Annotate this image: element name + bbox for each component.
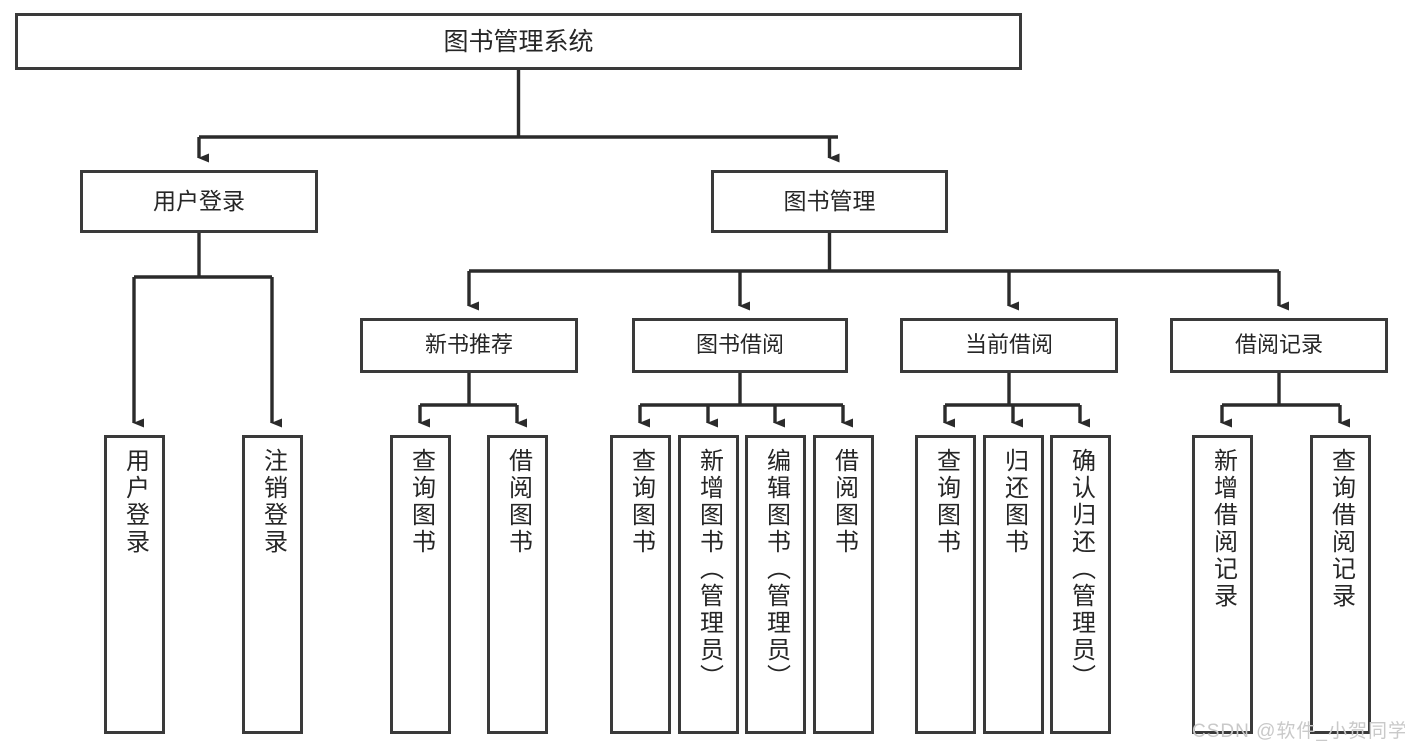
node-user-login-label: 用户登录 bbox=[153, 187, 245, 214]
node-leaf-return-book-label: 归还图书 bbox=[1000, 448, 1028, 556]
node-borrow-record[interactable]: 借阅记录 bbox=[1170, 318, 1388, 373]
node-leaf-borrow-book-2-label: 借阅图书 bbox=[830, 448, 858, 556]
node-leaf-query-book-2[interactable]: 查询图书 bbox=[610, 435, 671, 734]
node-leaf-query-book-2-label: 查询图书 bbox=[627, 448, 655, 556]
node-new-book-recommend[interactable]: 新书推荐 bbox=[360, 318, 578, 373]
node-root-label: 图书管理系统 bbox=[443, 27, 594, 56]
node-leaf-query-record-label: 查询借阅记录 bbox=[1327, 448, 1355, 610]
node-leaf-return-book[interactable]: 归还图书 bbox=[983, 435, 1044, 734]
node-leaf-query-book-3[interactable]: 查询图书 bbox=[915, 435, 976, 734]
node-leaf-add-record-label: 新增借阅记录 bbox=[1209, 448, 1237, 610]
node-leaf-edit-book[interactable]: 编辑图书（管理员） bbox=[745, 435, 806, 734]
node-book-manage-label: 图书管理 bbox=[783, 187, 876, 214]
node-leaf-query-book-1-label: 查询图书 bbox=[407, 448, 435, 556]
node-root[interactable]: 图书管理系统 bbox=[15, 13, 1022, 70]
node-book-borrow[interactable]: 图书借阅 bbox=[632, 318, 848, 373]
node-new-book-recommend-label: 新书推荐 bbox=[424, 332, 513, 358]
node-leaf-borrow-book-1-label: 借阅图书 bbox=[504, 448, 532, 556]
node-book-borrow-label: 图书借阅 bbox=[695, 332, 784, 358]
node-leaf-add-book[interactable]: 新增图书（管理员） bbox=[678, 435, 739, 734]
node-leaf-confirm-return[interactable]: 确认归还（管理员） bbox=[1050, 435, 1111, 734]
node-leaf-confirm-return-label: 确认归还（管理员） bbox=[1067, 448, 1095, 691]
node-book-manage[interactable]: 图书管理 bbox=[711, 170, 948, 233]
node-leaf-query-book-1[interactable]: 查询图书 bbox=[390, 435, 451, 734]
node-leaf-user-login-label: 用户登录 bbox=[121, 448, 149, 556]
node-user-login[interactable]: 用户登录 bbox=[80, 170, 318, 233]
node-leaf-user-login[interactable]: 用户登录 bbox=[104, 435, 165, 734]
node-leaf-edit-book-label: 编辑图书（管理员） bbox=[762, 448, 790, 691]
node-leaf-add-record[interactable]: 新增借阅记录 bbox=[1192, 435, 1253, 734]
node-leaf-add-book-label: 新增图书（管理员） bbox=[695, 448, 723, 691]
node-current-borrow-label: 当前借阅 bbox=[964, 332, 1053, 358]
node-leaf-query-record[interactable]: 查询借阅记录 bbox=[1310, 435, 1371, 734]
node-leaf-user-logout[interactable]: 注销登录 bbox=[242, 435, 303, 734]
node-leaf-borrow-book-1[interactable]: 借阅图书 bbox=[487, 435, 548, 734]
node-current-borrow[interactable]: 当前借阅 bbox=[900, 318, 1118, 373]
node-leaf-user-logout-label: 注销登录 bbox=[259, 448, 287, 556]
node-borrow-record-label: 借阅记录 bbox=[1234, 332, 1323, 358]
watermark-text: CSDN @软件_小贺同学 bbox=[1192, 721, 1405, 742]
node-leaf-query-book-3-label: 查询图书 bbox=[932, 448, 960, 556]
node-leaf-borrow-book-2[interactable]: 借阅图书 bbox=[813, 435, 874, 734]
